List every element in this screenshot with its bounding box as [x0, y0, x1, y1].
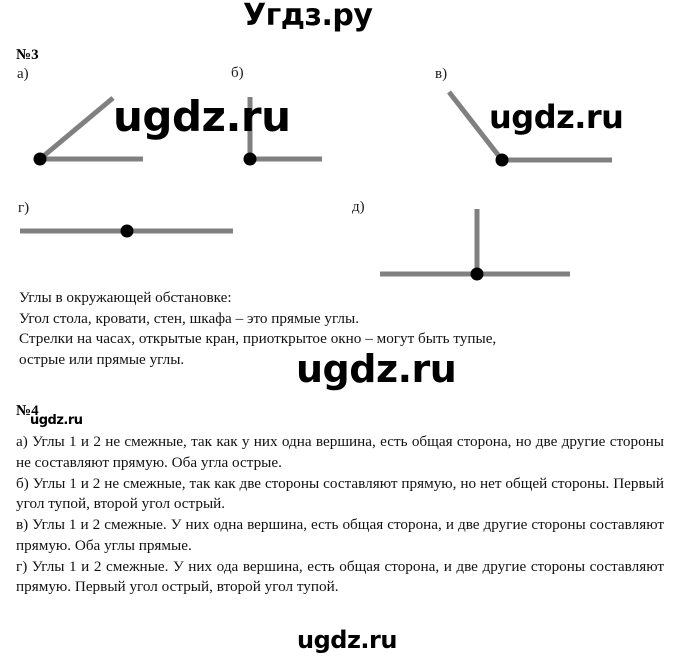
figure-d-vertex-dot — [470, 267, 484, 281]
figure-v-diagonal-ray — [447, 90, 504, 162]
figure-a-acute-angle — [33, 96, 143, 166]
figure-d-two-right-angles — [380, 209, 570, 281]
figure-label-a: а) — [17, 66, 29, 82]
figure-v-obtuse-angle — [447, 90, 612, 167]
context-line-2: Угол стола, кровати, стен, шкафа – это п… — [19, 309, 359, 327]
middle-watermark: ugdz.ru — [296, 347, 457, 391]
figure-a-watermark: ugdz.ru — [113, 92, 291, 141]
task-4-number: №4 — [16, 403, 39, 419]
figure-g-vertex-dot — [120, 224, 134, 238]
task-4-small-watermark: ugdz.ru — [30, 413, 83, 428]
answer-item-b: б) Углы 1 и 2 не смежные, так как две ст… — [16, 474, 664, 513]
figure-g-straight-angle — [20, 224, 233, 238]
figure-a-vertex-dot — [33, 152, 47, 166]
site-logo-watermark: Угдз.ру — [243, 0, 373, 33]
task-3-context-text: Углы в окружающей обстановке: Угол стола… — [19, 288, 659, 370]
figure-b-right-angle — [243, 97, 322, 166]
figure-a-diagonal-ray — [38, 96, 115, 161]
task-4-answers: а) Углы 1 и 2 не смежные, так как у них … — [16, 432, 664, 598]
answer-item-a: а) Углы 1 и 2 не смежные, так как у них … — [16, 433, 664, 471]
figure-label-d: д) — [352, 199, 365, 215]
context-line-3: Стрелки на часах, открытые кран, приоткр… — [19, 330, 497, 347]
figure-v-vertex-dot — [495, 153, 509, 167]
bottom-watermark: ugdz.ru — [297, 626, 397, 654]
context-line-1: Углы в окружающей обстановке: — [19, 289, 232, 306]
angle-figures-diagram — [20, 90, 612, 281]
task-3-number: №3 — [16, 47, 39, 63]
figure-label-v: в) — [435, 66, 448, 82]
figure-b-vertex-dot — [243, 152, 257, 166]
figure-v-watermark: ugdz.ru — [489, 98, 624, 136]
answer-item-g: г) Углы 1 и 2 смежные. У них ода вершина… — [16, 557, 664, 596]
context-line-4: острые или прямые углы. — [19, 350, 185, 368]
answer-item-v: в) Углы 1 и 2 смежные. У них одна вершин… — [16, 516, 664, 554]
figure-label-g: г) — [18, 200, 30, 216]
figure-label-b: б) — [231, 65, 244, 81]
